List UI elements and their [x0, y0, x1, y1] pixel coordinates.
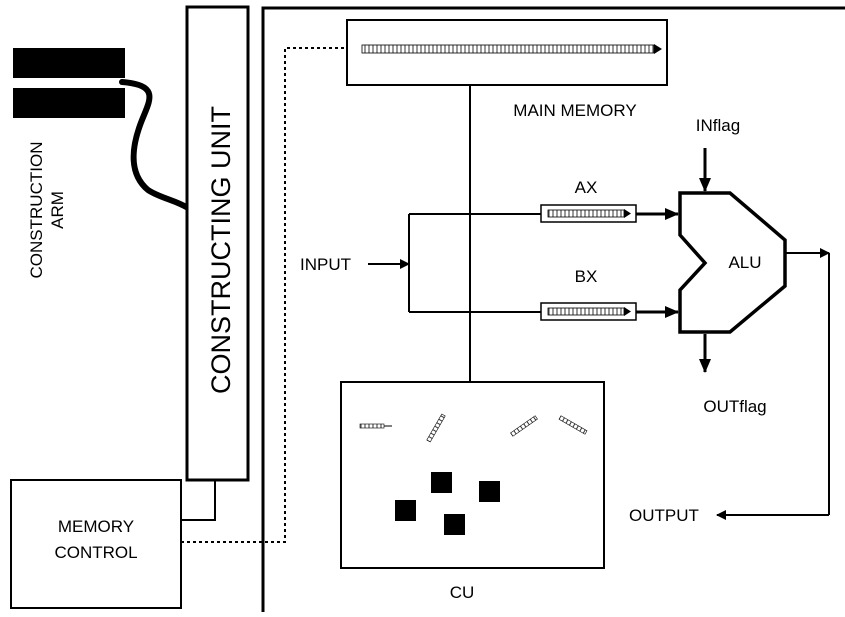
main-memory-tape — [361, 44, 655, 54]
cu-block-1 — [431, 472, 452, 493]
cu-block-4 — [444, 514, 465, 535]
arm-gripper-top — [13, 48, 125, 78]
memory-control: MEMORY CONTROL — [10, 479, 216, 609]
arm-cable — [119, 79, 191, 211]
bx-register: BX — [409, 267, 679, 321]
ax-label: AX — [575, 178, 598, 197]
output-path: OUTPUT — [629, 253, 830, 525]
cu-block-2 — [479, 481, 500, 502]
output-label: OUTPUT — [629, 506, 699, 525]
alu: ALU INflag OUTflag — [678, 116, 830, 416]
construction-arm: CONSTRUCTION ARM — [13, 48, 191, 279]
input-path: INPUT — [300, 214, 410, 312]
bx-tape — [547, 307, 625, 316]
ax-tape-head — [624, 209, 631, 218]
alu-shape — [678, 191, 787, 334]
ax-register: AX — [409, 178, 679, 223]
cu-block-3 — [395, 500, 416, 521]
main-memory-tape-head — [654, 44, 662, 54]
cu-tape-fragment-4 — [558, 415, 588, 435]
construction-arm-label-line2: ARM — [48, 191, 67, 229]
cu-tape-fragment-1 — [359, 423, 392, 429]
main-memory-label: MAIN MEMORY — [513, 101, 636, 120]
bx-label: BX — [575, 267, 598, 286]
control-unit-box — [340, 381, 605, 569]
constructing-unit: CONSTRUCTING UNIT — [185, 5, 250, 482]
constructing-unit-label: CONSTRUCTING UNIT — [206, 106, 236, 394]
cu-tape-fragment-2 — [426, 413, 446, 443]
bx-tape-head — [624, 307, 631, 316]
memory-control-label-line1: MEMORY — [58, 517, 134, 536]
memory-control-label-line2: CONTROL — [54, 543, 137, 562]
ax-tape — [547, 209, 625, 218]
arm-gripper-bottom — [13, 88, 125, 118]
main-memory: MAIN MEMORY — [346, 19, 668, 120]
constructing-to-memory-control-link — [181, 480, 216, 521]
constructing-unit-box — [185, 5, 250, 482]
cu-label: CU — [450, 583, 475, 602]
input-label: INPUT — [300, 255, 351, 274]
construction-arm-label-line1: CONSTRUCTION — [27, 142, 46, 279]
inflag-label: INflag — [696, 116, 740, 135]
outflag-label: OUTflag — [703, 397, 766, 416]
cu-tape-fragment-3 — [510, 415, 538, 437]
control-unit: CU — [340, 381, 605, 602]
memory-control-box — [10, 479, 182, 609]
computer-frame — [261, 6, 845, 612]
dotted-memory-link — [181, 47, 347, 543]
alu-label: ALU — [728, 253, 761, 272]
